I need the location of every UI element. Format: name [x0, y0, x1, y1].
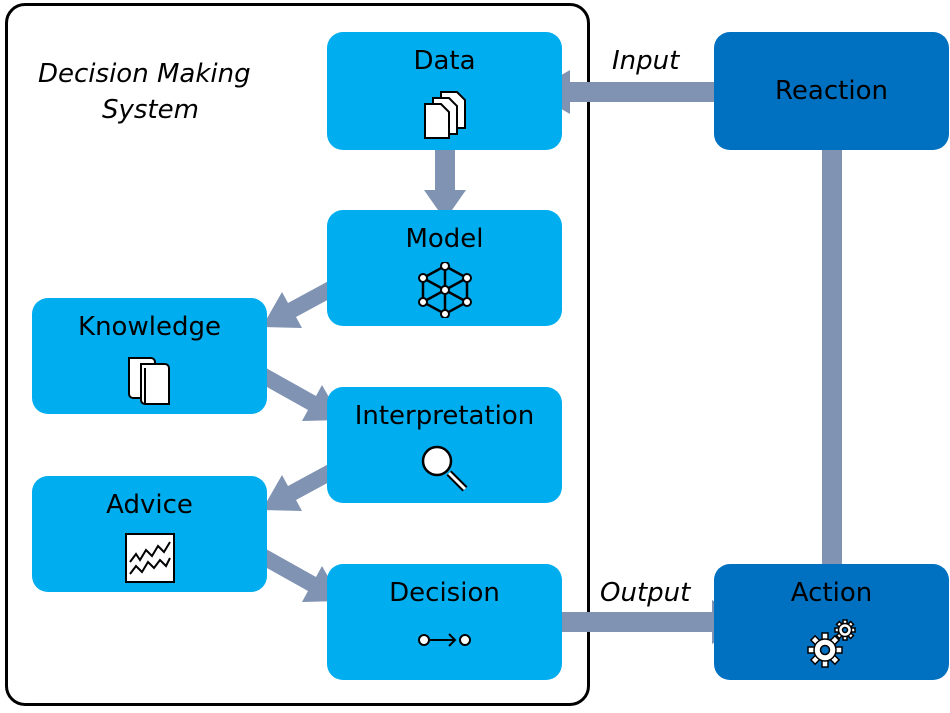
- input-label: Input: [612, 46, 680, 76]
- reaction-node-label: Reaction: [775, 76, 888, 106]
- arrow-decision-to-action: [548, 600, 748, 644]
- network-cube-icon: [417, 262, 472, 318]
- action-node: Action: [714, 564, 949, 680]
- arrow-knowledge-to-interpretation: [258, 368, 342, 421]
- interpretation-node-label: Interpretation: [354, 401, 535, 431]
- system-title-line2: System: [102, 95, 199, 125]
- knowledge-node-label: Knowledge: [78, 312, 221, 342]
- interpretation-node: Interpretation: [327, 387, 562, 503]
- flow-nodes-icon: [417, 633, 471, 647]
- system-title: Decision Making System: [30, 56, 270, 128]
- arrow-interpretation-to-advice: [262, 460, 344, 511]
- knowledge-node: Knowledge: [32, 298, 267, 414]
- decision-node-label: Decision: [389, 578, 500, 608]
- arrow-action-to-reaction: [811, 108, 853, 565]
- advice-node: Advice: [32, 476, 267, 592]
- arrow-advice-to-decision: [258, 549, 342, 602]
- arrow-data-to-model: [424, 146, 466, 220]
- reaction-node: Reaction: [714, 32, 949, 150]
- advice-node-label: Advice: [106, 490, 193, 520]
- gears-icon: [806, 619, 856, 668]
- line-chart-icon: [124, 533, 175, 583]
- system-title-line1: Decision Making: [38, 59, 251, 89]
- model-node: Model: [327, 210, 562, 326]
- decision-node: Decision: [327, 564, 562, 680]
- books-icon: [127, 357, 170, 405]
- arrow-model-to-knowledge: [262, 277, 344, 328]
- action-node-label: Action: [790, 578, 873, 608]
- data-node: Data: [327, 32, 562, 150]
- documents-icon: [423, 91, 466, 139]
- output-label: Output: [600, 578, 691, 608]
- magnifier-icon: [421, 445, 467, 492]
- arrow-reaction-to-data: [532, 70, 730, 114]
- data-node-label: Data: [413, 46, 476, 76]
- model-node-label: Model: [405, 224, 484, 254]
